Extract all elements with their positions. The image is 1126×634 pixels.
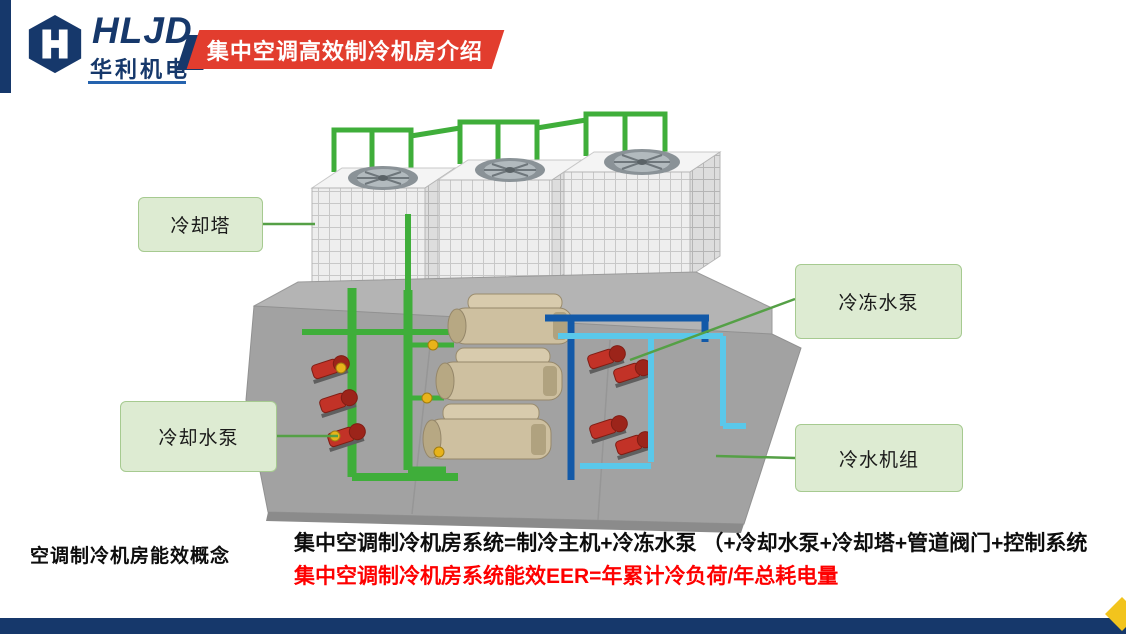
label-chilled-water-pump-text: 冷冻水泵 xyxy=(838,293,919,314)
header-left-accent-bar xyxy=(0,0,11,93)
chilled-water-piping xyxy=(545,314,746,480)
label-chiller-unit: 冷水机组 xyxy=(795,424,963,492)
cooling-tower-unit-3 xyxy=(562,111,722,277)
label-cooling-water-pump-text: 冷却水泵 xyxy=(158,428,239,449)
brand-chinese-name: 华利机电 xyxy=(90,57,191,82)
brand-name: HLJD xyxy=(92,10,193,51)
footer-bar xyxy=(0,618,1126,634)
logo-underline xyxy=(88,81,186,84)
label-cooling-tower-text: 冷却塔 xyxy=(170,216,231,237)
label-cooling-water-pump: 冷却水泵 xyxy=(120,401,277,472)
chiller-unit-1 xyxy=(447,293,573,345)
tower-header-piping xyxy=(410,117,587,139)
label-cooling-tower: 冷却塔 xyxy=(138,197,263,252)
eer-formula-line: 集中空调制冷机房系统能效EER=年累计冷负荷/年总耗电量 xyxy=(294,565,839,588)
label-chiller-unit-text: 冷水机组 xyxy=(838,449,919,471)
formula-block: 集中空调制冷机房系统=制冷主机+冷冻水泵 （+冷却水泵+冷却塔+管道阀门+控制系… xyxy=(294,527,1087,593)
label-connector-lines xyxy=(263,222,796,460)
cooling-tower-unit-1 xyxy=(310,127,457,289)
pipe-valves xyxy=(329,339,445,458)
chiller-unit-2 xyxy=(435,347,563,401)
cooling-tower-unit-2 xyxy=(436,119,584,283)
system-formula-line: 集中空调制冷机房系统=制冷主机+冷冻水泵 （+冷却水泵+冷却塔+管道阀门+控制系… xyxy=(294,532,1088,555)
label-chilled-water-pump: 冷冻水泵 xyxy=(795,264,962,339)
concept-heading: 空调制冷机房能效概念 xyxy=(30,546,231,567)
hljd-logo-icon xyxy=(28,14,82,74)
